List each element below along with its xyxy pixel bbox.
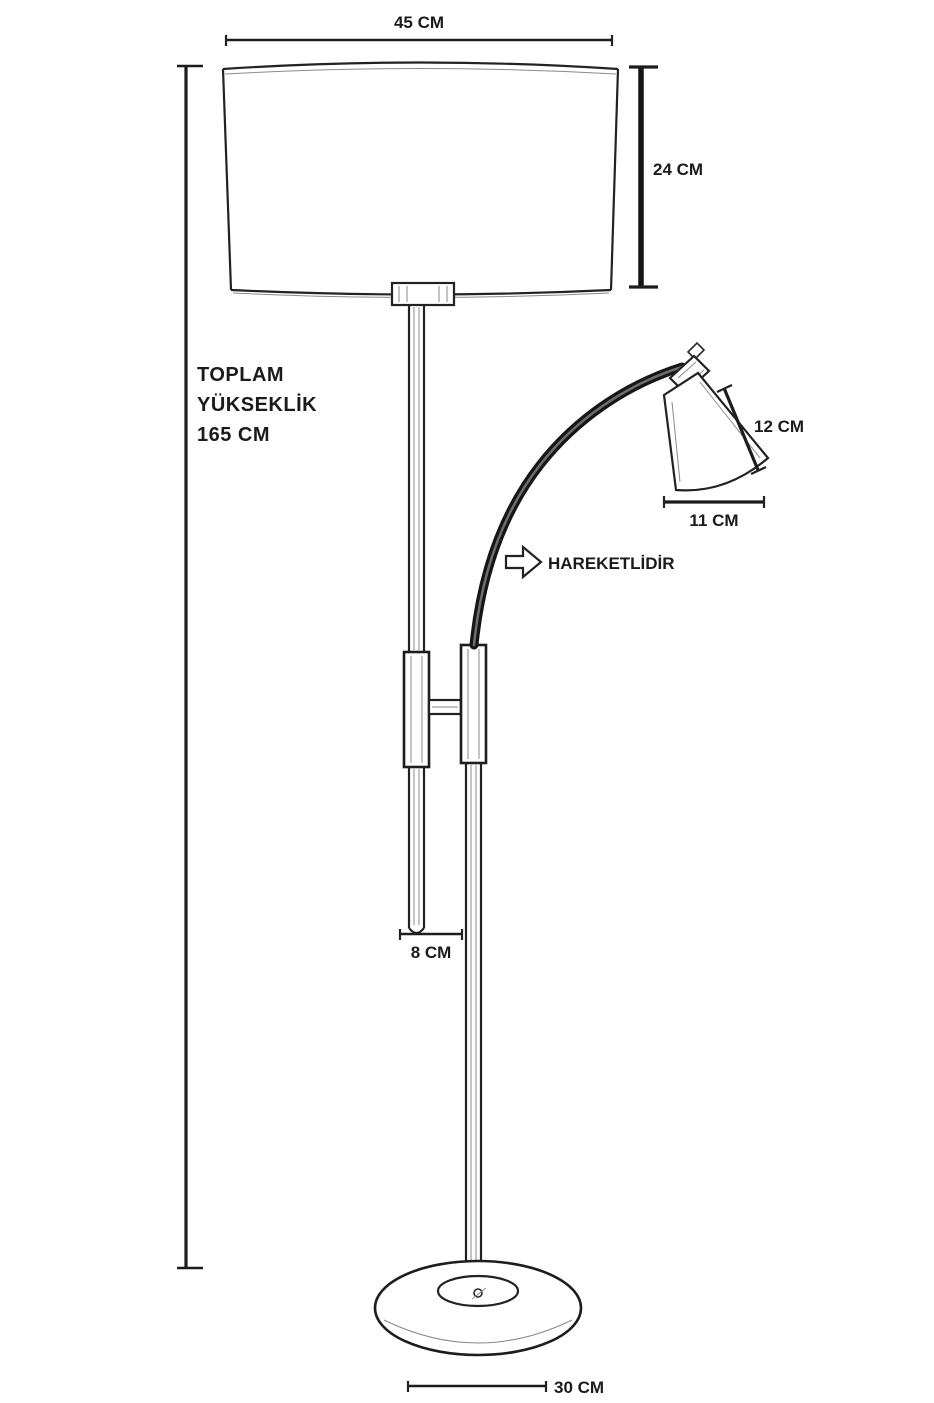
arm-shade-height-label: 12 CM bbox=[754, 417, 804, 436]
lamp-base bbox=[373, 1259, 583, 1357]
movable-note: HAREKETLİDİR bbox=[504, 544, 675, 580]
total-height-label-line1: TOPLAM bbox=[197, 364, 284, 386]
connector-bracket bbox=[427, 698, 463, 716]
drum-shade bbox=[221, 61, 620, 307]
base-hub bbox=[436, 1274, 520, 1308]
base-screw bbox=[473, 1288, 483, 1298]
total-height-label: TOPLAM YÜKSEKLİK 165 CM bbox=[197, 364, 317, 446]
shade-width-label: 45 CM bbox=[394, 13, 444, 32]
movable-label: HAREKETLİDİR bbox=[548, 554, 675, 573]
secondary-pole bbox=[459, 643, 488, 1284]
gooseneck-arm bbox=[469, 362, 687, 650]
arm-shade-width-label: 11 CM bbox=[689, 511, 738, 530]
pole-segment-label: 8 CM bbox=[411, 943, 452, 962]
reading-shade-cone bbox=[662, 371, 770, 492]
pole-segment-dimension: 8 CM bbox=[398, 929, 464, 962]
arm-shade-width-dimension: 11 CM bbox=[662, 496, 766, 530]
main-pole bbox=[402, 305, 431, 935]
base-width-label: 30 CM bbox=[554, 1378, 604, 1397]
total-height-label-line3: 165 CM bbox=[197, 424, 270, 446]
top-width-dimension: 45 CM bbox=[224, 13, 614, 46]
shade-height-label: 24 CM bbox=[653, 160, 703, 179]
total-height-dimension: TOPLAM YÜKSEKLİK 165 CM bbox=[177, 64, 317, 1270]
base-width-dimension: 30 CM bbox=[406, 1378, 604, 1397]
arrow-right-icon bbox=[504, 544, 543, 580]
shade-height-dimension: 24 CM bbox=[629, 65, 703, 289]
total-height-label-line2: YÜKSEKLİK bbox=[197, 393, 317, 416]
reading-shade bbox=[662, 341, 770, 492]
shade-fitting bbox=[390, 281, 456, 307]
arm-shade-height-dimension: 12 CM bbox=[716, 384, 804, 475]
